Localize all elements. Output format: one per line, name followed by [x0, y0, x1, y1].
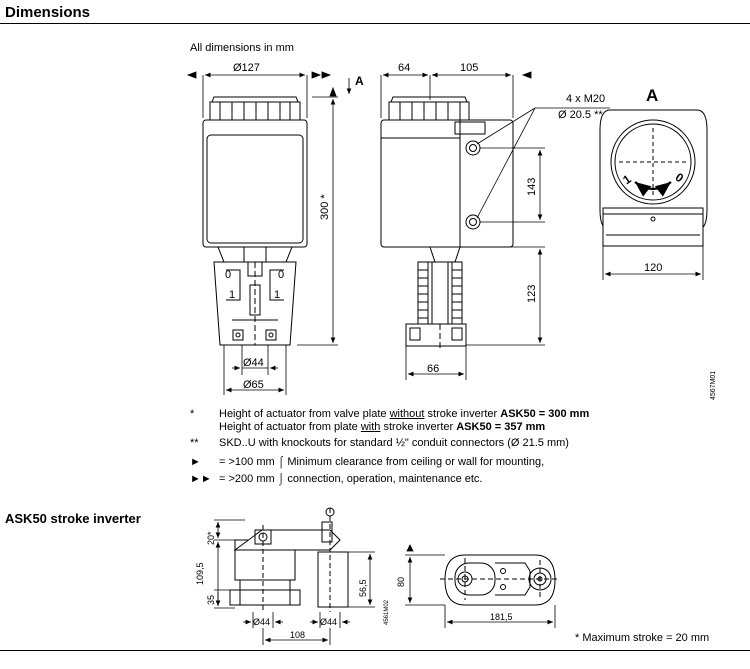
note-tri2-mark: ►► — [190, 473, 212, 485]
all-dimensions-note: All dimensions in mm — [190, 42, 294, 54]
note-star-mark: * — [190, 408, 195, 420]
note-line2-pre: Height of actuator from plate — [219, 421, 361, 433]
view-a-dims — [602, 246, 704, 280]
side-view — [380, 96, 514, 350]
inv-d108: 108 — [290, 630, 305, 640]
inv-code: 4561M02 — [384, 599, 390, 625]
front-view — [202, 96, 308, 346]
note-line2: Height of actuator from plate with strok… — [219, 421, 545, 433]
inv-d35: 35 — [206, 595, 216, 605]
note-line1-underline: without — [389, 408, 425, 420]
note-line3: SKD..U with knockouts for standard ½" co… — [219, 437, 569, 449]
inverter-top-view — [440, 554, 560, 606]
inv-d181: 181,5 — [490, 612, 513, 622]
footer-divider — [0, 650, 750, 651]
switch-1-right: 1 — [274, 289, 280, 301]
inverter-top-dims — [405, 544, 556, 628]
arrow-a-label: A — [355, 74, 364, 88]
dim-d44: Ø44 — [243, 357, 264, 369]
note-line2-post: stroke inverter — [380, 421, 457, 433]
title-divider — [0, 23, 750, 24]
note-line1-post: stroke inverter — [424, 408, 501, 420]
inv-d80: 80 — [396, 577, 406, 587]
note-line2-underline: with — [360, 421, 381, 433]
drawing-code-1: 4567M01 — [710, 371, 717, 400]
inv-d20: 20* — [206, 531, 216, 545]
note-tri1-text: = >100 mm ⌠ Minimum clearance from ceili… — [219, 456, 545, 468]
front-dims — [186, 71, 352, 395]
dim-w105: 105 — [460, 62, 478, 74]
side-dims — [380, 71, 610, 380]
dim-w120: 120 — [644, 262, 662, 274]
note-line1-bold: ASK50 = 300 mm — [500, 408, 590, 420]
inv-d44b: Ø44 — [320, 617, 337, 627]
dim-w66: 66 — [427, 363, 439, 375]
note-line1: Height of actuator from valve plate with… — [219, 408, 589, 420]
inv-d44a: Ø44 — [253, 617, 270, 627]
dim-d127: Ø127 — [233, 62, 260, 74]
note-dstar-mark: ** — [190, 437, 199, 449]
switch-1-left: 1 — [229, 289, 235, 301]
dim-w64: 64 — [398, 62, 410, 74]
dim-m20-line2: Ø 20.5 ** — [558, 109, 603, 121]
note-line1-pre: Height of actuator from valve plate — [219, 408, 390, 420]
inverter-title: ASK50 stroke inverter — [5, 511, 141, 526]
note-line2-bold: ASK50 = 357 mm — [456, 421, 546, 433]
dim-m20-line1: 4 x M20 — [566, 93, 605, 105]
switch-0-left: 0 — [225, 269, 231, 281]
section-title: Dimensions — [5, 4, 91, 21]
view-a — [599, 109, 708, 247]
inverter-side-dims — [214, 519, 375, 645]
dim-d65: Ø65 — [243, 379, 264, 391]
view-a-label: A — [646, 86, 658, 105]
dim-h143: 143 — [526, 178, 538, 196]
inv-d56: 56,5 — [358, 579, 368, 597]
max-stroke-note: * Maximum stroke = 20 mm — [575, 632, 710, 644]
note-tri2-text: = >200 mm ⌡ connection, operation, maint… — [219, 473, 483, 485]
inverter-side-view — [229, 507, 349, 612]
inv-d109: 109,5 — [195, 562, 205, 585]
dim-h123: 123 — [526, 285, 538, 303]
switch-0-right: 0 — [278, 269, 284, 281]
note-tri1-mark: ► — [190, 456, 201, 468]
dim-h300: 300 * — [319, 194, 331, 220]
